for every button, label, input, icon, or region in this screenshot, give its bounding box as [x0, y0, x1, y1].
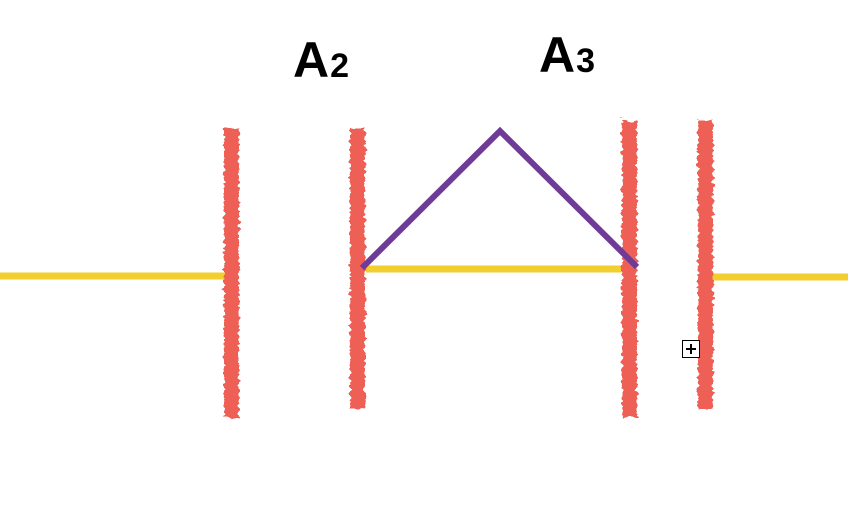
label-a3: A3 [539, 27, 595, 83]
barrier-4 [698, 120, 713, 409]
barrier-2 [350, 128, 365, 409]
label-a2: A2 [293, 32, 349, 88]
barrier-3 [622, 120, 637, 418]
reflection-path [359, 126, 640, 271]
plus-square-icon[interactable] [682, 340, 700, 358]
barrier-1 [224, 128, 239, 418]
